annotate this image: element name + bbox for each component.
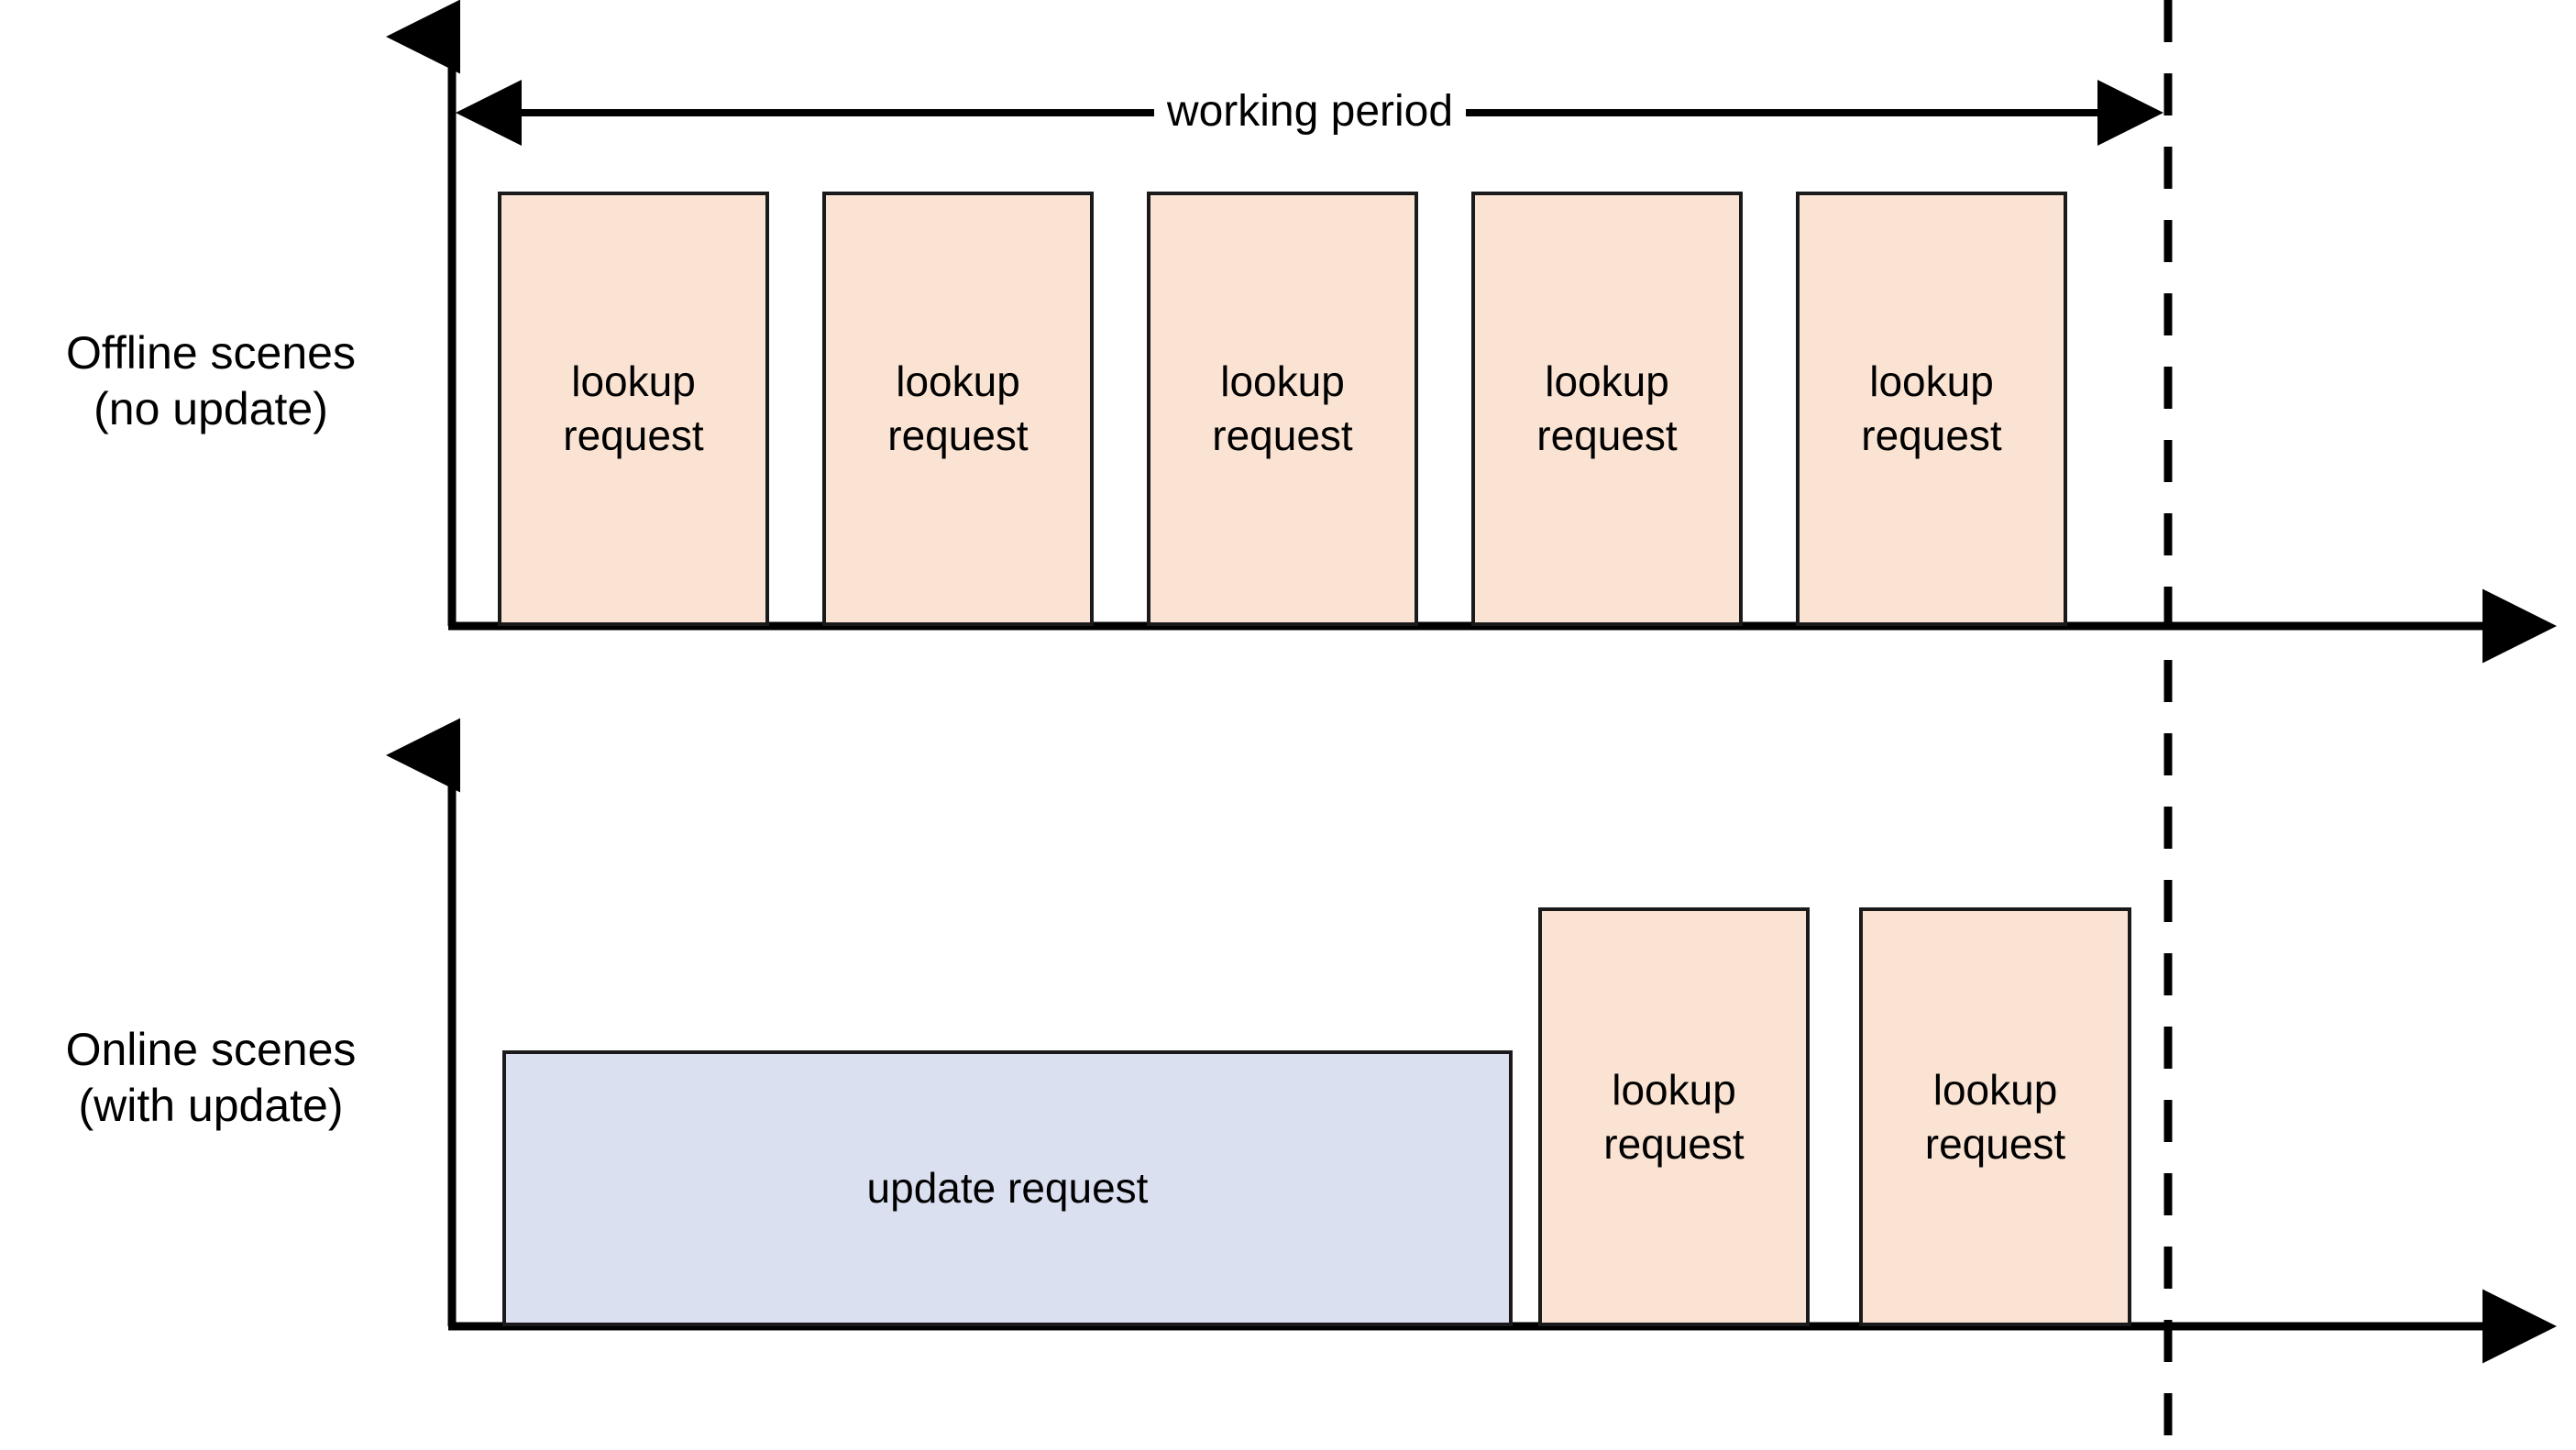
row-label-online-line1: Online scenes <box>65 1024 357 1075</box>
offline-lookup-box-4-line1: lookup <box>1545 357 1669 406</box>
offline-lookup-box-4-text: lookup request <box>1536 355 1677 463</box>
offline-lookup-box-2[interactable]: lookup request <box>822 192 1094 626</box>
offline-lookup-box-1[interactable]: lookup request <box>498 192 769 626</box>
online-lookup-box-1-line1: lookup <box>1612 1065 1736 1114</box>
offline-lookup-box-2-text: lookup request <box>887 355 1028 463</box>
online-update-box[interactable]: update request <box>502 1050 1513 1326</box>
row-label-online: Online scenes (with update) <box>0 1022 422 1134</box>
offline-lookup-box-2-line1: lookup <box>896 357 1020 406</box>
offline-lookup-box-4[interactable]: lookup request <box>1471 192 1743 626</box>
offline-lookup-box-5-text: lookup request <box>1861 355 2001 463</box>
row-label-offline: Offline scenes (no update) <box>0 325 422 437</box>
offline-lookup-box-1-text: lookup request <box>563 355 703 463</box>
offline-lookup-box-5[interactable]: lookup request <box>1796 192 2067 626</box>
offline-lookup-box-3[interactable]: lookup request <box>1147 192 1418 626</box>
online-lookup-box-2-line1: lookup <box>1932 1065 2058 1114</box>
online-update-box-line1: update request <box>866 1164 1149 1213</box>
online-lookup-box-2-text: lookup request <box>1925 1063 2065 1171</box>
online-lookup-box-2-line2: request <box>1924 1119 2066 1168</box>
online-lookup-box-1-line2: request <box>1603 1119 1745 1168</box>
offline-lookup-box-3-line2: request <box>1212 412 1353 459</box>
online-update-box-text: update request <box>867 1161 1149 1215</box>
offline-lookup-box-3-line1: lookup <box>1220 357 1345 406</box>
offline-lookup-box-1-line2: request <box>563 412 704 459</box>
row-label-offline-line1: Offline scenes <box>66 327 356 379</box>
online-lookup-box-1[interactable]: lookup request <box>1538 907 1810 1326</box>
online-lookup-box-2[interactable]: lookup request <box>1859 907 2131 1326</box>
offline-lookup-box-5-line1: lookup <box>1869 357 1994 406</box>
offline-lookup-box-5-line2: request <box>1861 412 2002 459</box>
offline-lookup-box-1-line1: lookup <box>571 357 696 406</box>
online-lookup-box-1-text: lookup request <box>1603 1063 1744 1171</box>
offline-lookup-box-2-line2: request <box>887 412 1029 459</box>
offline-lookup-box-3-text: lookup request <box>1212 355 1352 463</box>
working-period-label: working period <box>1153 90 1467 134</box>
offline-lookup-box-4-line2: request <box>1536 412 1678 459</box>
row-label-online-line2: (with update) <box>78 1080 344 1131</box>
row-label-offline-line2: (no update) <box>94 383 328 434</box>
